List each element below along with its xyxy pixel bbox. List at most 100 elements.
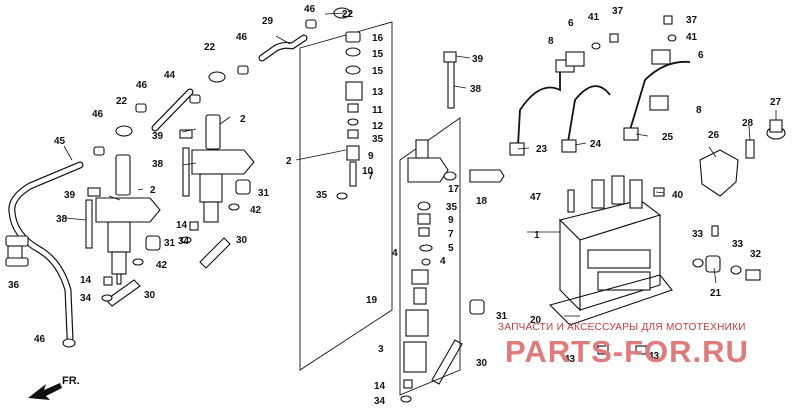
label-40: 40	[672, 190, 684, 201]
label-41: 41	[588, 12, 600, 23]
label-45: 45	[54, 136, 66, 147]
label-36: 36	[8, 280, 20, 291]
label-41: 41	[686, 32, 698, 43]
label-12: 12	[372, 121, 384, 132]
clamps-46	[93, 19, 317, 156]
injection-pump-1	[558, 175, 662, 312]
hose-clamp-46-bottom	[62, 338, 76, 348]
label-46: 46	[304, 4, 316, 15]
watermark-brand: PARTS-FOR.RU	[505, 334, 749, 369]
label-44: 44	[164, 70, 176, 81]
label-20: 20	[530, 315, 542, 326]
label-34: 34	[80, 293, 92, 304]
pump-nuts-43	[597, 345, 647, 355]
injector-nozzle-left	[95, 154, 161, 285]
bolt-28	[745, 139, 755, 159]
label-25: 25	[662, 132, 674, 143]
washers-42	[132, 203, 240, 266]
label-2: 2	[150, 185, 156, 196]
label-34: 34	[178, 236, 190, 247]
label-34: 34	[374, 396, 386, 407]
label-5: 5	[448, 243, 454, 254]
label-15: 15	[372, 66, 384, 77]
pipe-23	[509, 70, 561, 156]
injector-body-in-box	[407, 139, 505, 183]
label-24: 24	[590, 139, 602, 150]
pipe-clamps-8-6	[555, 49, 671, 111]
label-22: 22	[342, 9, 354, 20]
pump-gasket-20	[548, 274, 673, 326]
label-27: 27	[770, 97, 782, 108]
injector-parts-box	[299, 21, 461, 396]
label-8: 8	[696, 105, 702, 116]
nuts-39	[87, 51, 457, 197]
washers-14-34	[101, 221, 413, 403]
label-6: 6	[568, 18, 574, 29]
label-35: 35	[316, 190, 328, 201]
label-47: 47	[530, 192, 542, 203]
label-8: 8	[548, 36, 554, 47]
injector-nozzle-upper	[191, 114, 255, 223]
label-31: 31	[496, 311, 508, 322]
label-46: 46	[34, 334, 46, 345]
injector-internals-right-column	[403, 201, 433, 373]
label-15: 15	[372, 49, 384, 60]
label-28: 28	[742, 118, 754, 129]
label-38: 38	[152, 159, 164, 170]
label-42: 42	[156, 260, 168, 271]
label-38: 38	[470, 84, 482, 95]
label-9: 9	[448, 215, 454, 226]
label-22: 22	[204, 42, 216, 53]
label-31: 31	[164, 238, 176, 249]
label-32: 32	[750, 249, 762, 260]
label-7: 7	[448, 229, 454, 240]
caps-31	[145, 179, 485, 315]
label-9: 9	[368, 151, 374, 162]
label-43: 43	[648, 351, 660, 362]
label-23: 23	[536, 144, 548, 155]
label-39: 39	[64, 190, 76, 201]
label-30: 30	[144, 290, 156, 301]
label-35: 35	[372, 134, 384, 145]
label-37: 37	[686, 15, 698, 26]
watermark-tagline: ЗАПЧАСТИ И АКСЕССУАРЫ ДЛЯ МОТОТЕХНИКИ	[498, 322, 746, 333]
label-10: 10	[362, 166, 374, 177]
leak-off-pipe-29	[258, 34, 308, 62]
fitting-21-33-32	[692, 225, 761, 281]
label-17: 17	[448, 184, 460, 195]
label-46: 46	[136, 80, 148, 91]
label-33: 33	[732, 239, 744, 250]
label-2: 2	[240, 114, 246, 125]
label-13: 13	[372, 87, 384, 98]
label-1: 1	[534, 230, 540, 241]
label-19: 19	[366, 295, 378, 306]
label-38: 38	[56, 214, 68, 225]
label-33: 33	[692, 229, 704, 240]
pipe-25	[623, 60, 691, 141]
label-30: 30	[236, 235, 248, 246]
label-46: 46	[92, 109, 104, 120]
label-4: 4	[392, 248, 398, 259]
bolt-47	[567, 189, 575, 213]
pipe-24	[561, 85, 611, 153]
label-2: 2	[286, 156, 292, 167]
label-46: 46	[236, 32, 248, 43]
label-14: 14	[176, 220, 188, 231]
label-16: 16	[372, 33, 384, 44]
front-direction-marker: FR.	[28, 375, 80, 400]
label-11: 11	[372, 105, 383, 116]
label-7: 7	[368, 171, 374, 182]
cap-27	[766, 119, 786, 140]
label-43: 43	[564, 354, 576, 365]
glow-plugs-30	[105, 237, 463, 385]
label-14: 14	[374, 381, 386, 392]
label-14: 14	[80, 275, 92, 286]
label-3: 3	[378, 344, 384, 355]
hose-clip-36	[5, 235, 29, 267]
label-29: 29	[262, 16, 274, 27]
small-screws-37-41	[591, 15, 677, 50]
label-39: 39	[152, 131, 164, 142]
label-37: 37	[612, 6, 624, 17]
injector-internals-left-column	[336, 31, 363, 200]
